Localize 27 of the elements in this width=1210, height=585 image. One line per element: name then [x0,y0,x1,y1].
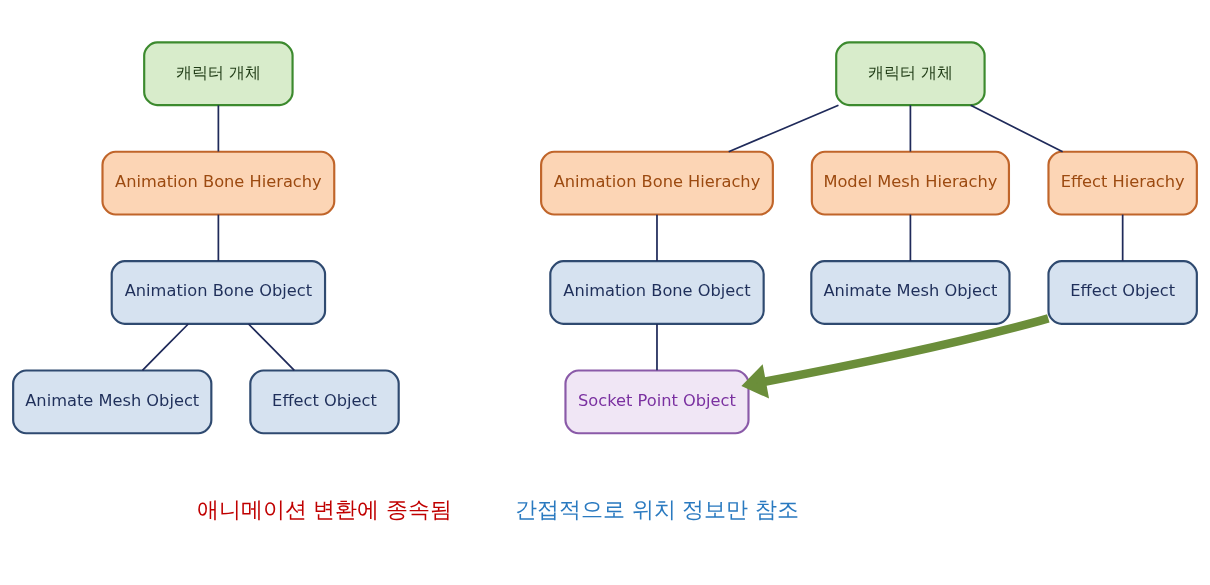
node-box: 캐릭터 개체 [143,41,294,107]
node-box: Model Mesh Hierachy [810,150,1011,216]
connector [217,104,220,153]
connector [217,213,220,262]
node-box: Effect Hierachy [1047,150,1198,216]
node-box: Animation Bone Hierachy [101,150,336,216]
node-box: Animation Bone Hierachy [540,150,774,216]
node-box: Socket Point Object [564,369,750,435]
label: 간접적으로 위치 정보만 참조 [514,496,800,522]
connector [909,213,912,262]
connector [656,323,658,372]
connector [1121,213,1124,262]
node-box: Animation Bone Object [549,260,765,325]
node-box: Animate Mesh Object [810,260,1011,325]
node-box: Effect Object [249,369,400,435]
connector [247,323,296,372]
node-box: Effect Object [1047,260,1198,325]
label: 애니메이션 변환에 종속됨 [196,496,453,522]
node-box: Animation Bone Object [110,260,327,325]
arrow [741,314,1050,399]
connector [969,104,1064,153]
node-box: Animate Mesh Object [12,369,213,435]
connector [727,104,840,153]
connector [656,213,658,262]
connector [141,323,190,372]
connector [909,104,912,153]
node-box: 캐릭터 개체 [835,41,986,107]
